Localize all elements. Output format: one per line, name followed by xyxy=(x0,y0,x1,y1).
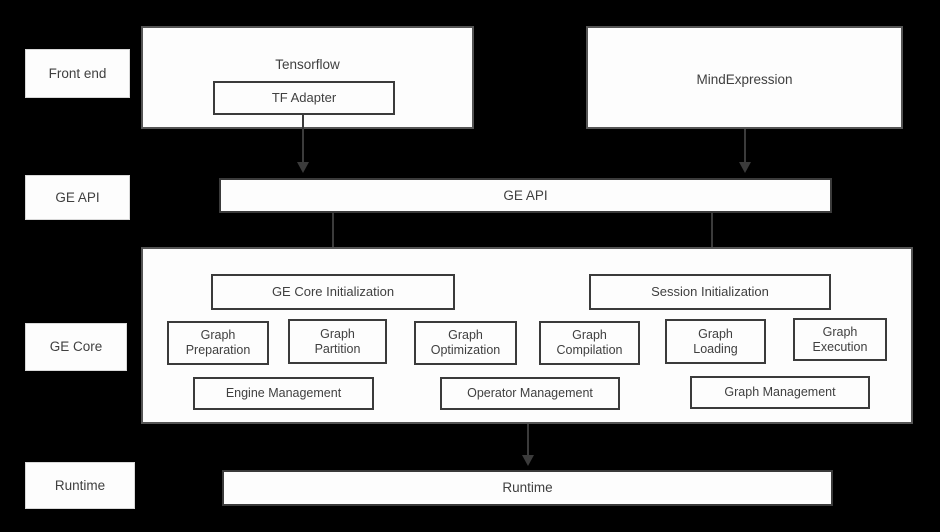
runtime-bar: Runtime xyxy=(222,470,833,506)
connector-ge-core-to-runtime-line xyxy=(527,424,529,459)
stage-label-runtime: Runtime xyxy=(25,462,135,509)
connector-mindexpression-to-ge-api-line xyxy=(744,129,746,165)
session-initialization-box: Session Initialization xyxy=(589,274,831,310)
management-graph: Graph Management xyxy=(690,376,870,409)
mindexpression-title: MindExpression xyxy=(696,72,793,87)
module-graph-execution: Graph Execution xyxy=(793,318,887,361)
stage-label-front-end: Front end xyxy=(25,49,130,98)
tf-adapter-box: TF Adapter xyxy=(213,81,395,115)
module-graph-preparation: Graph Preparation xyxy=(167,321,269,365)
connector-ge-api-to-session-init-line xyxy=(711,213,713,261)
management-operator: Operator Management xyxy=(440,377,620,410)
module-graph-optimization: Graph Optimization xyxy=(414,321,517,365)
module-graph-compilation: Graph Compilation xyxy=(539,321,640,365)
connector-ge-api-to-ge-core-init-line xyxy=(332,213,334,261)
management-engine: Engine Management xyxy=(193,377,374,410)
stage-label-ge-core: GE Core xyxy=(25,323,127,371)
module-graph-loading: Graph Loading xyxy=(665,319,766,364)
mindexpression-panel: MindExpression xyxy=(586,26,903,129)
connector-tf-adapter-to-ge-api-line xyxy=(302,115,304,165)
connector-mindexpression-to-ge-api-arrowhead xyxy=(739,162,751,173)
connector-tf-adapter-to-ge-api-arrowhead xyxy=(297,162,309,173)
ge-api-bar: GE API xyxy=(219,178,832,213)
connector-ge-core-to-runtime-arrowhead xyxy=(522,455,534,466)
stage-label-ge-api: GE API xyxy=(25,175,130,220)
module-graph-partition: Graph Partition xyxy=(288,319,387,364)
ge-core-initialization-box: GE Core Initialization xyxy=(211,274,455,310)
tensorflow-title: Tensorflow xyxy=(275,57,340,72)
